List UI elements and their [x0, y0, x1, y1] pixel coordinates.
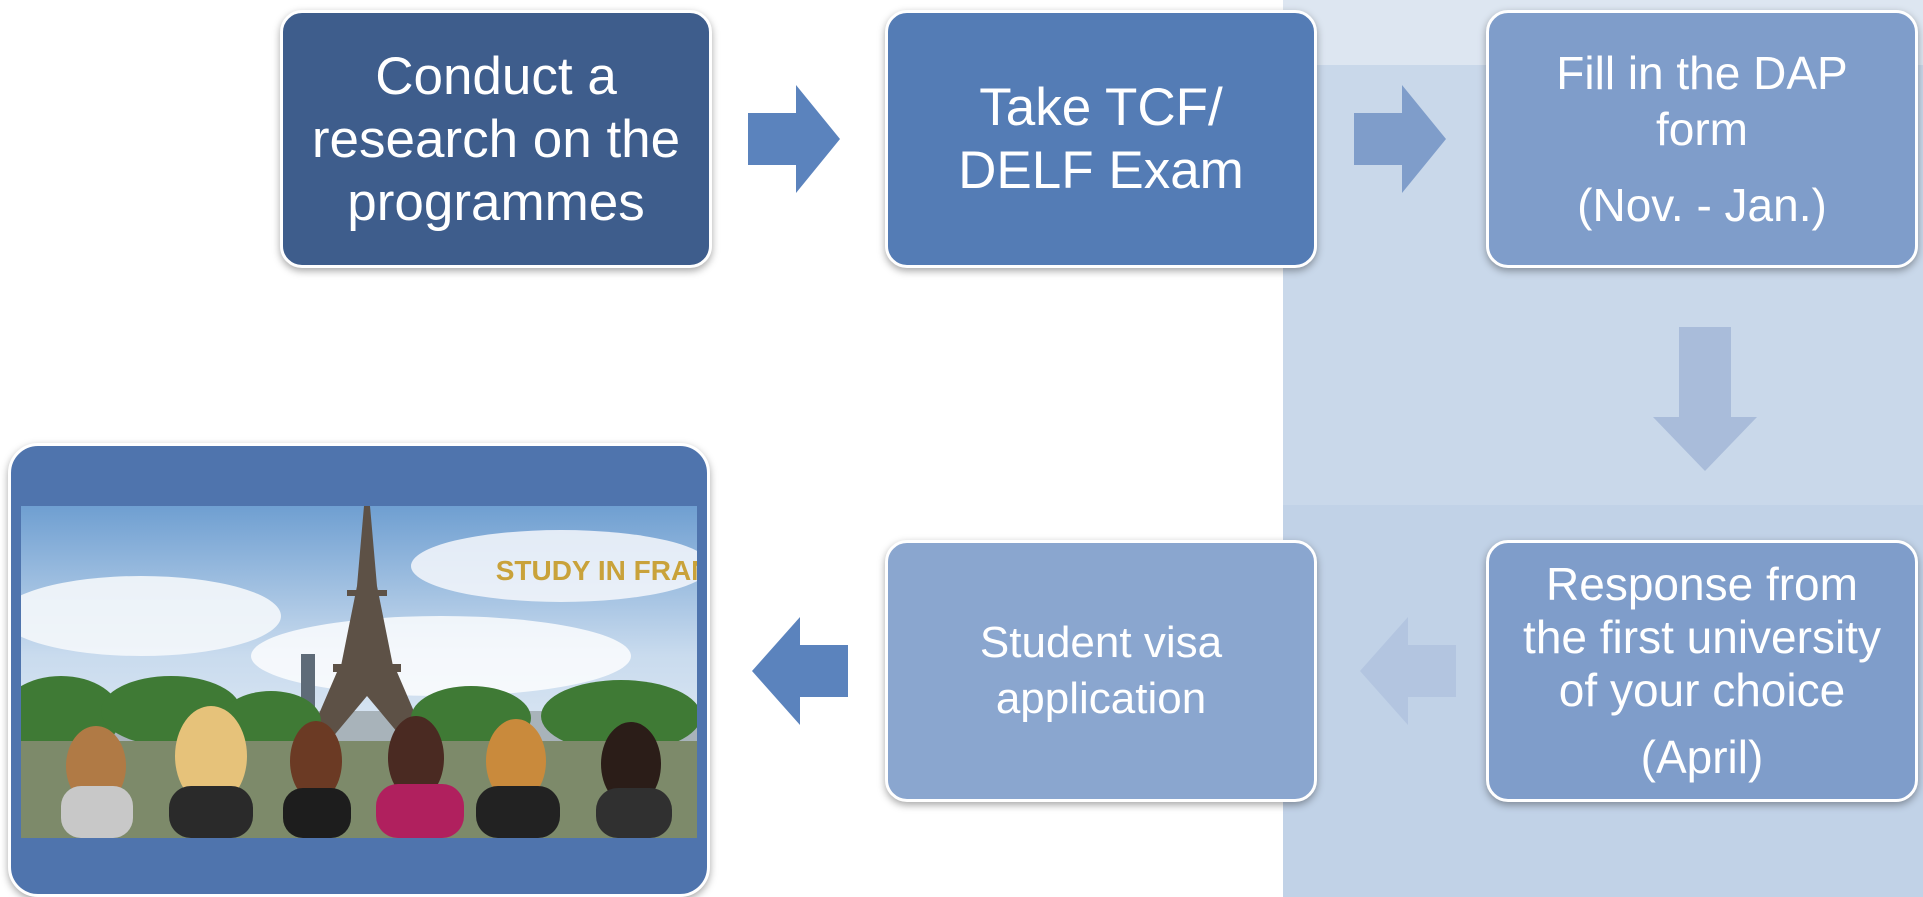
step-text: the first university: [1523, 611, 1881, 663]
arrow-left-icon: [1360, 617, 1456, 725]
step-text: Response from: [1546, 558, 1858, 610]
step-text: Student visa: [979, 618, 1223, 667]
step-box-dap-form: Fill in the DAP form (Nov. - Jan.): [1486, 10, 1918, 268]
step-text: DELF Exam: [958, 141, 1244, 200]
study-in-france-image-box: STUDY IN FRANCE: [8, 443, 710, 897]
arrow-right-icon: [748, 85, 840, 193]
step-box-exam: Take TCF/ DELF Exam: [885, 10, 1317, 268]
step-text: research on the: [311, 109, 681, 169]
image-caption: STUDY IN FRANCE: [496, 555, 697, 586]
step-date: (Nov. - Jan.): [1577, 179, 1827, 231]
step-box-visa: Student visa application: [885, 540, 1317, 802]
step-date: (April): [1640, 731, 1764, 783]
step-text: Fill in the DAP: [1556, 47, 1848, 99]
step-text: application: [995, 674, 1207, 723]
arrow-down-icon: [1653, 327, 1757, 471]
step-box-research: Conduct a research on the programmes: [280, 10, 712, 268]
step-text: form: [1656, 103, 1748, 155]
step-box-university-response: Response from the first university of yo…: [1486, 540, 1918, 802]
arrow-left-icon: [752, 617, 848, 725]
step-text: Take TCF/: [979, 78, 1223, 137]
arrow-right-icon: [1354, 85, 1446, 193]
step-text: programmes: [347, 172, 645, 232]
eiffel-tower-photo: STUDY IN FRANCE: [21, 506, 697, 838]
step-text: Conduct a: [375, 46, 617, 106]
step-text: of your choice: [1558, 664, 1846, 716]
